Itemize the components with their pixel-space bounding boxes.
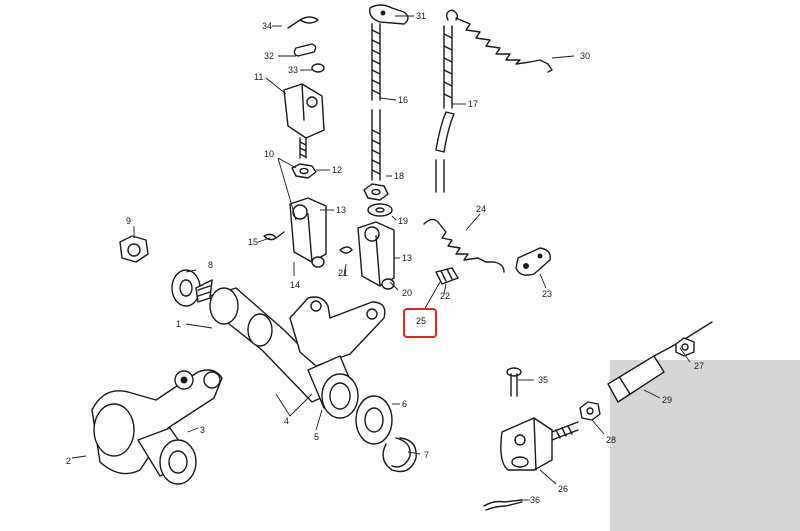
callout-14: 14: [290, 280, 300, 290]
callout-21: 21: [338, 268, 348, 278]
split-pin-36: [483, 499, 523, 511]
nut-9: [119, 235, 149, 263]
spring-30: [455, 17, 553, 73]
nut-27: [675, 337, 695, 357]
washer-6: [355, 395, 393, 445]
spring-rod-17: [435, 9, 459, 193]
bush-3: [137, 427, 197, 485]
callout-36: 36: [530, 495, 540, 505]
callout-19: 19: [398, 216, 408, 226]
split-pin-15: [263, 231, 285, 241]
plate-23: [515, 247, 551, 276]
washer-33: [311, 63, 325, 73]
callout-3: 3: [200, 425, 205, 435]
bearing-5: [307, 355, 359, 419]
callout-2: 2: [66, 456, 71, 466]
callout-16: 16: [398, 95, 408, 105]
callout-13-right: 13: [402, 253, 412, 263]
nut-28: [579, 401, 601, 421]
lower-lever-2: [91, 369, 223, 475]
callout-10: 10: [264, 149, 274, 159]
clevis-26: [500, 417, 579, 471]
washer-19: [367, 203, 393, 217]
clevis-13-right: [357, 221, 395, 290]
callout-24: 24: [476, 204, 486, 214]
circlip-7: [382, 437, 417, 473]
clevis-pin-32: [293, 43, 317, 57]
callout-30: 30: [580, 51, 590, 61]
callout-11: 11: [254, 72, 263, 82]
callout-32: 32: [264, 51, 274, 61]
split-pin-34: [287, 16, 319, 29]
callout-7: 7: [424, 450, 429, 460]
callout-4: 4: [284, 416, 289, 426]
spring-24: [423, 218, 505, 273]
callout-29: 29: [662, 395, 672, 405]
callout-9: 9: [126, 216, 131, 226]
callout-25: 25: [416, 316, 426, 326]
callout-1: 1: [176, 319, 181, 329]
leader-lines: [71, 15, 691, 501]
callout-20: 20: [402, 288, 412, 298]
link-plate-31: [369, 4, 409, 25]
callout-12: 12: [332, 165, 342, 175]
callout-22: 22: [440, 291, 450, 301]
threaded-rod-16: [371, 23, 381, 181]
callout-23: 23: [542, 289, 552, 299]
callout-27: 27: [694, 361, 704, 371]
callout-labels: 34 31 30 32 33 11 16 17 10 12 18 19 13 2…: [66, 11, 704, 505]
callout-35: 35: [538, 375, 548, 385]
callout-6: 6: [402, 399, 407, 409]
callout-13-left: 13: [336, 205, 346, 215]
scan-grain: [610, 360, 800, 531]
bush-22: [435, 267, 459, 285]
callout-17: 17: [468, 99, 478, 109]
callout-31: 31: [416, 11, 426, 21]
callout-34: 34: [262, 21, 272, 31]
callout-5: 5: [314, 432, 319, 442]
callout-15: 15: [248, 237, 258, 247]
clevis-13-left: [289, 197, 327, 268]
callout-25-highlight: [403, 308, 437, 338]
lever-arm-4: [289, 296, 386, 367]
pin-35: [506, 367, 522, 397]
callout-33: 33: [288, 65, 298, 75]
cross-shaft-1: [195, 279, 339, 403]
nut-12: [291, 163, 317, 179]
callout-26: 26: [558, 484, 568, 494]
callout-28: 28: [606, 435, 616, 445]
nut-18: [363, 183, 389, 201]
split-pin-21: [339, 246, 353, 254]
callout-8: 8: [208, 260, 213, 270]
callout-18: 18: [394, 171, 404, 181]
clevis-11: [283, 83, 325, 159]
